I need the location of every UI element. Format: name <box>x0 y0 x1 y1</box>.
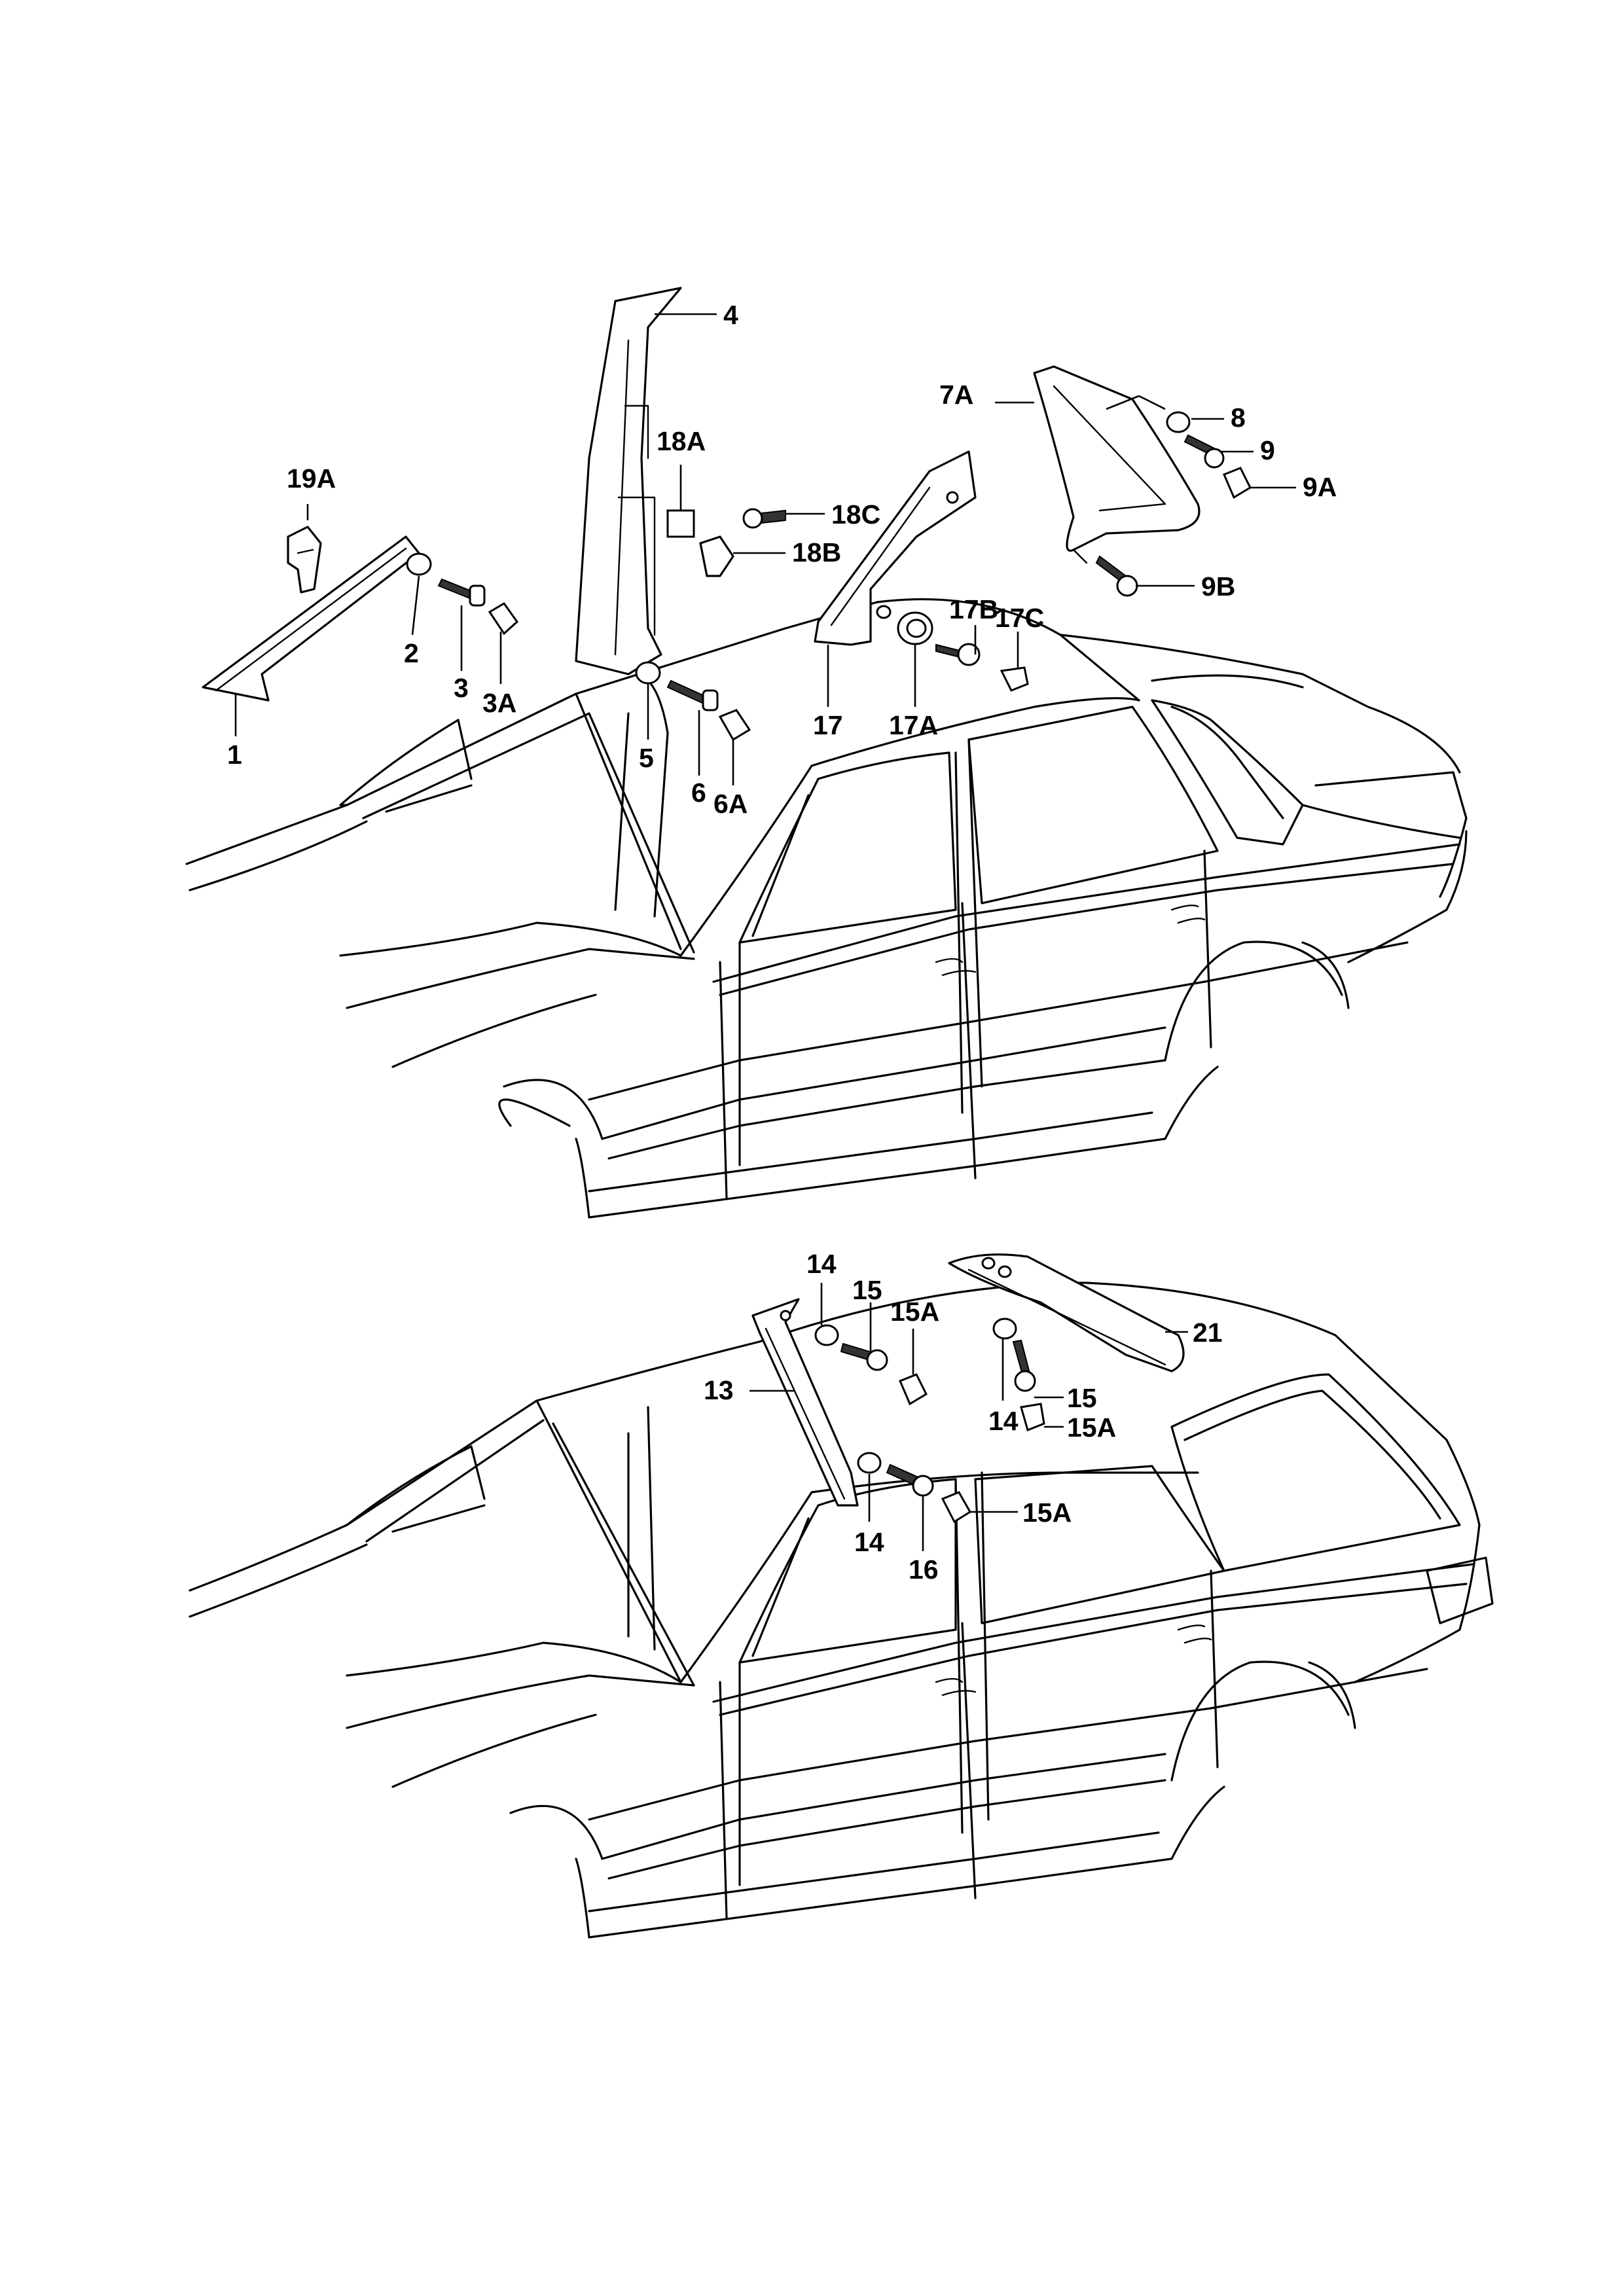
part-18B-bracket <box>699 535 734 577</box>
part-17-c-pillar-trim <box>814 450 977 646</box>
callout-label: 18C <box>831 499 880 529</box>
part-17C-clip <box>1000 666 1029 692</box>
bottom-callout-labels: 14 15 15A 21 13 15 14 15A 14 16 15A <box>704 1249 1223 1585</box>
callout-label: 18A <box>657 426 706 456</box>
callout-label: 14 <box>988 1406 1019 1436</box>
callout-label: 15A <box>1067 1412 1116 1443</box>
part-15A-cap-b <box>1020 1403 1045 1432</box>
part-17A-grommet <box>897 611 933 645</box>
callout-label: 17 <box>813 710 843 740</box>
part-21-quarter-trim <box>948 1253 1185 1372</box>
callout-label: 3A <box>482 688 516 718</box>
part-15-screw-a <box>840 1342 888 1371</box>
callout-label: 16 <box>909 1554 939 1585</box>
callout-label: 17C <box>995 603 1044 633</box>
part-9-screw <box>1183 434 1225 469</box>
part-18C-screw <box>742 508 786 529</box>
callout-label: 2 <box>404 638 419 668</box>
callout-label: 19A <box>287 463 336 493</box>
callout-label: 9A <box>1303 472 1337 502</box>
callout-label: 17B <box>949 594 998 624</box>
part-15A-cap-a <box>899 1373 928 1406</box>
part-18A-block <box>666 509 695 538</box>
bottom-leader-lines <box>749 1283 1188 1551</box>
callout-label: 17A <box>889 710 938 740</box>
part-3A-cap <box>488 602 518 636</box>
top-callout-labels: 19A 1 2 3 3A 4 18A 18C 18B 5 6 6A 17 17B… <box>227 300 1337 819</box>
part-16-screw <box>886 1463 934 1497</box>
part-15A-cap-c <box>941 1491 972 1524</box>
part-19A-clip <box>287 526 322 594</box>
callout-label: 6A <box>713 789 748 819</box>
callout-label: 13 <box>704 1375 734 1405</box>
callout-label: 14 <box>854 1527 884 1557</box>
callout-label: 3 <box>454 673 469 703</box>
callout-label: 9B <box>1201 571 1235 601</box>
part-14-washer-a <box>814 1324 839 1346</box>
part-3-screw <box>437 578 486 607</box>
bottom-car-body-outline <box>189 1282 1494 1939</box>
part-9A-cap <box>1223 467 1252 499</box>
part-4-b-pillar-trim <box>575 287 682 675</box>
part-17B-screw <box>935 643 981 666</box>
callout-label: 14 <box>806 1249 837 1279</box>
part-2-washer <box>406 552 432 576</box>
part-1-a-pillar-trim <box>202 535 420 702</box>
part-6-screw <box>666 679 719 711</box>
part-15-screw-b <box>1012 1339 1036 1392</box>
callout-label: 9 <box>1260 435 1275 465</box>
top-leader-lines <box>234 313 1296 785</box>
callout-label: 15A <box>890 1297 939 1327</box>
callout-label: 18B <box>792 537 841 567</box>
callout-label: 7A <box>939 380 973 410</box>
callout-label: 15A <box>1022 1498 1072 1528</box>
callout-label: 4 <box>723 300 738 330</box>
callout-label: 21 <box>1193 1318 1223 1348</box>
top-car-body-outline <box>185 598 1468 1219</box>
part-5-washer <box>635 661 661 685</box>
part-9B-screw <box>1095 555 1138 597</box>
part-7A-quarter-trim <box>1033 365 1200 564</box>
callout-label: 6 <box>691 778 706 808</box>
callout-label: 8 <box>1231 403 1246 433</box>
part-6A-cap <box>718 709 751 742</box>
part-14-washer-b <box>992 1318 1017 1340</box>
part-14-washer-c <box>857 1452 882 1474</box>
callout-label: 15 <box>852 1275 882 1305</box>
part-8-washer <box>1166 411 1191 433</box>
callout-label: 15 <box>1067 1383 1097 1413</box>
callout-label: 5 <box>639 743 654 773</box>
callout-label: 1 <box>227 740 242 770</box>
part-13-b-pillar-trim <box>751 1298 859 1507</box>
